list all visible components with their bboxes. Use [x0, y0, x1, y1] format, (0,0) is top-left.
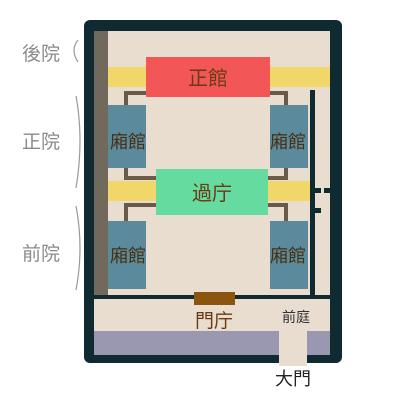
zone-main-bracket — [75, 95, 81, 189]
path-mid-right-v — [284, 168, 288, 180]
east-wall-gap-2 — [324, 188, 330, 193]
main-hall — [146, 57, 270, 97]
gate-hall-label: 門庁 — [195, 310, 233, 332]
passage-hall-label: 過庁 — [192, 181, 232, 205]
front-strip-right — [307, 331, 330, 355]
east-wall-gap-1 — [315, 188, 321, 193]
zone-rear-bracket — [73, 39, 79, 63]
path-upper-right-v — [284, 91, 288, 105]
east-inner-wall — [310, 90, 315, 296]
wing-lower-right-label: 廂館 — [270, 246, 306, 267]
main-gate-label: 大門 — [275, 369, 311, 390]
path-mid-right-h — [268, 176, 288, 180]
corridor-middle-left — [108, 181, 156, 201]
path-lower-right-h — [268, 203, 288, 207]
path-lower-left-h — [124, 203, 156, 207]
front-court-label: 前庭 — [282, 309, 310, 326]
east-wall-gap-3 — [315, 208, 321, 213]
path-mid-left-h — [124, 176, 156, 180]
zone-front-label: 前院 — [22, 243, 60, 265]
passage-hall — [156, 169, 268, 215]
wing-upper-left — [108, 105, 146, 168]
corridor-middle-right — [268, 181, 310, 201]
zone-front-bracket — [75, 205, 81, 291]
wing-upper-right-label: 廂館 — [270, 132, 306, 153]
path-upper-left-v — [124, 91, 128, 105]
zone-rear-label: 後院 — [22, 43, 60, 65]
main-hall-label: 正館 — [188, 66, 228, 90]
path-upper-right-h — [270, 91, 288, 95]
wing-lower-left-label: 廂館 — [110, 246, 146, 267]
wing-lower-left — [108, 221, 146, 289]
corridor-upper-right — [270, 67, 330, 87]
wing-upper-right — [270, 105, 308, 168]
wing-upper-left-label: 廂館 — [110, 132, 146, 153]
main-gate-opening — [279, 352, 307, 366]
west-strip — [94, 31, 108, 296]
corridor-upper-left — [108, 67, 146, 87]
path-lower-right-v — [284, 203, 288, 221]
path-upper-left-h — [124, 91, 146, 95]
zone-main-label: 正院 — [22, 131, 60, 153]
path-lower-left-v — [124, 203, 128, 221]
gate-hall-bar — [194, 292, 235, 305]
wing-lower-right — [270, 221, 308, 289]
path-mid-left-v — [124, 168, 128, 180]
front-strip-left — [94, 331, 279, 355]
